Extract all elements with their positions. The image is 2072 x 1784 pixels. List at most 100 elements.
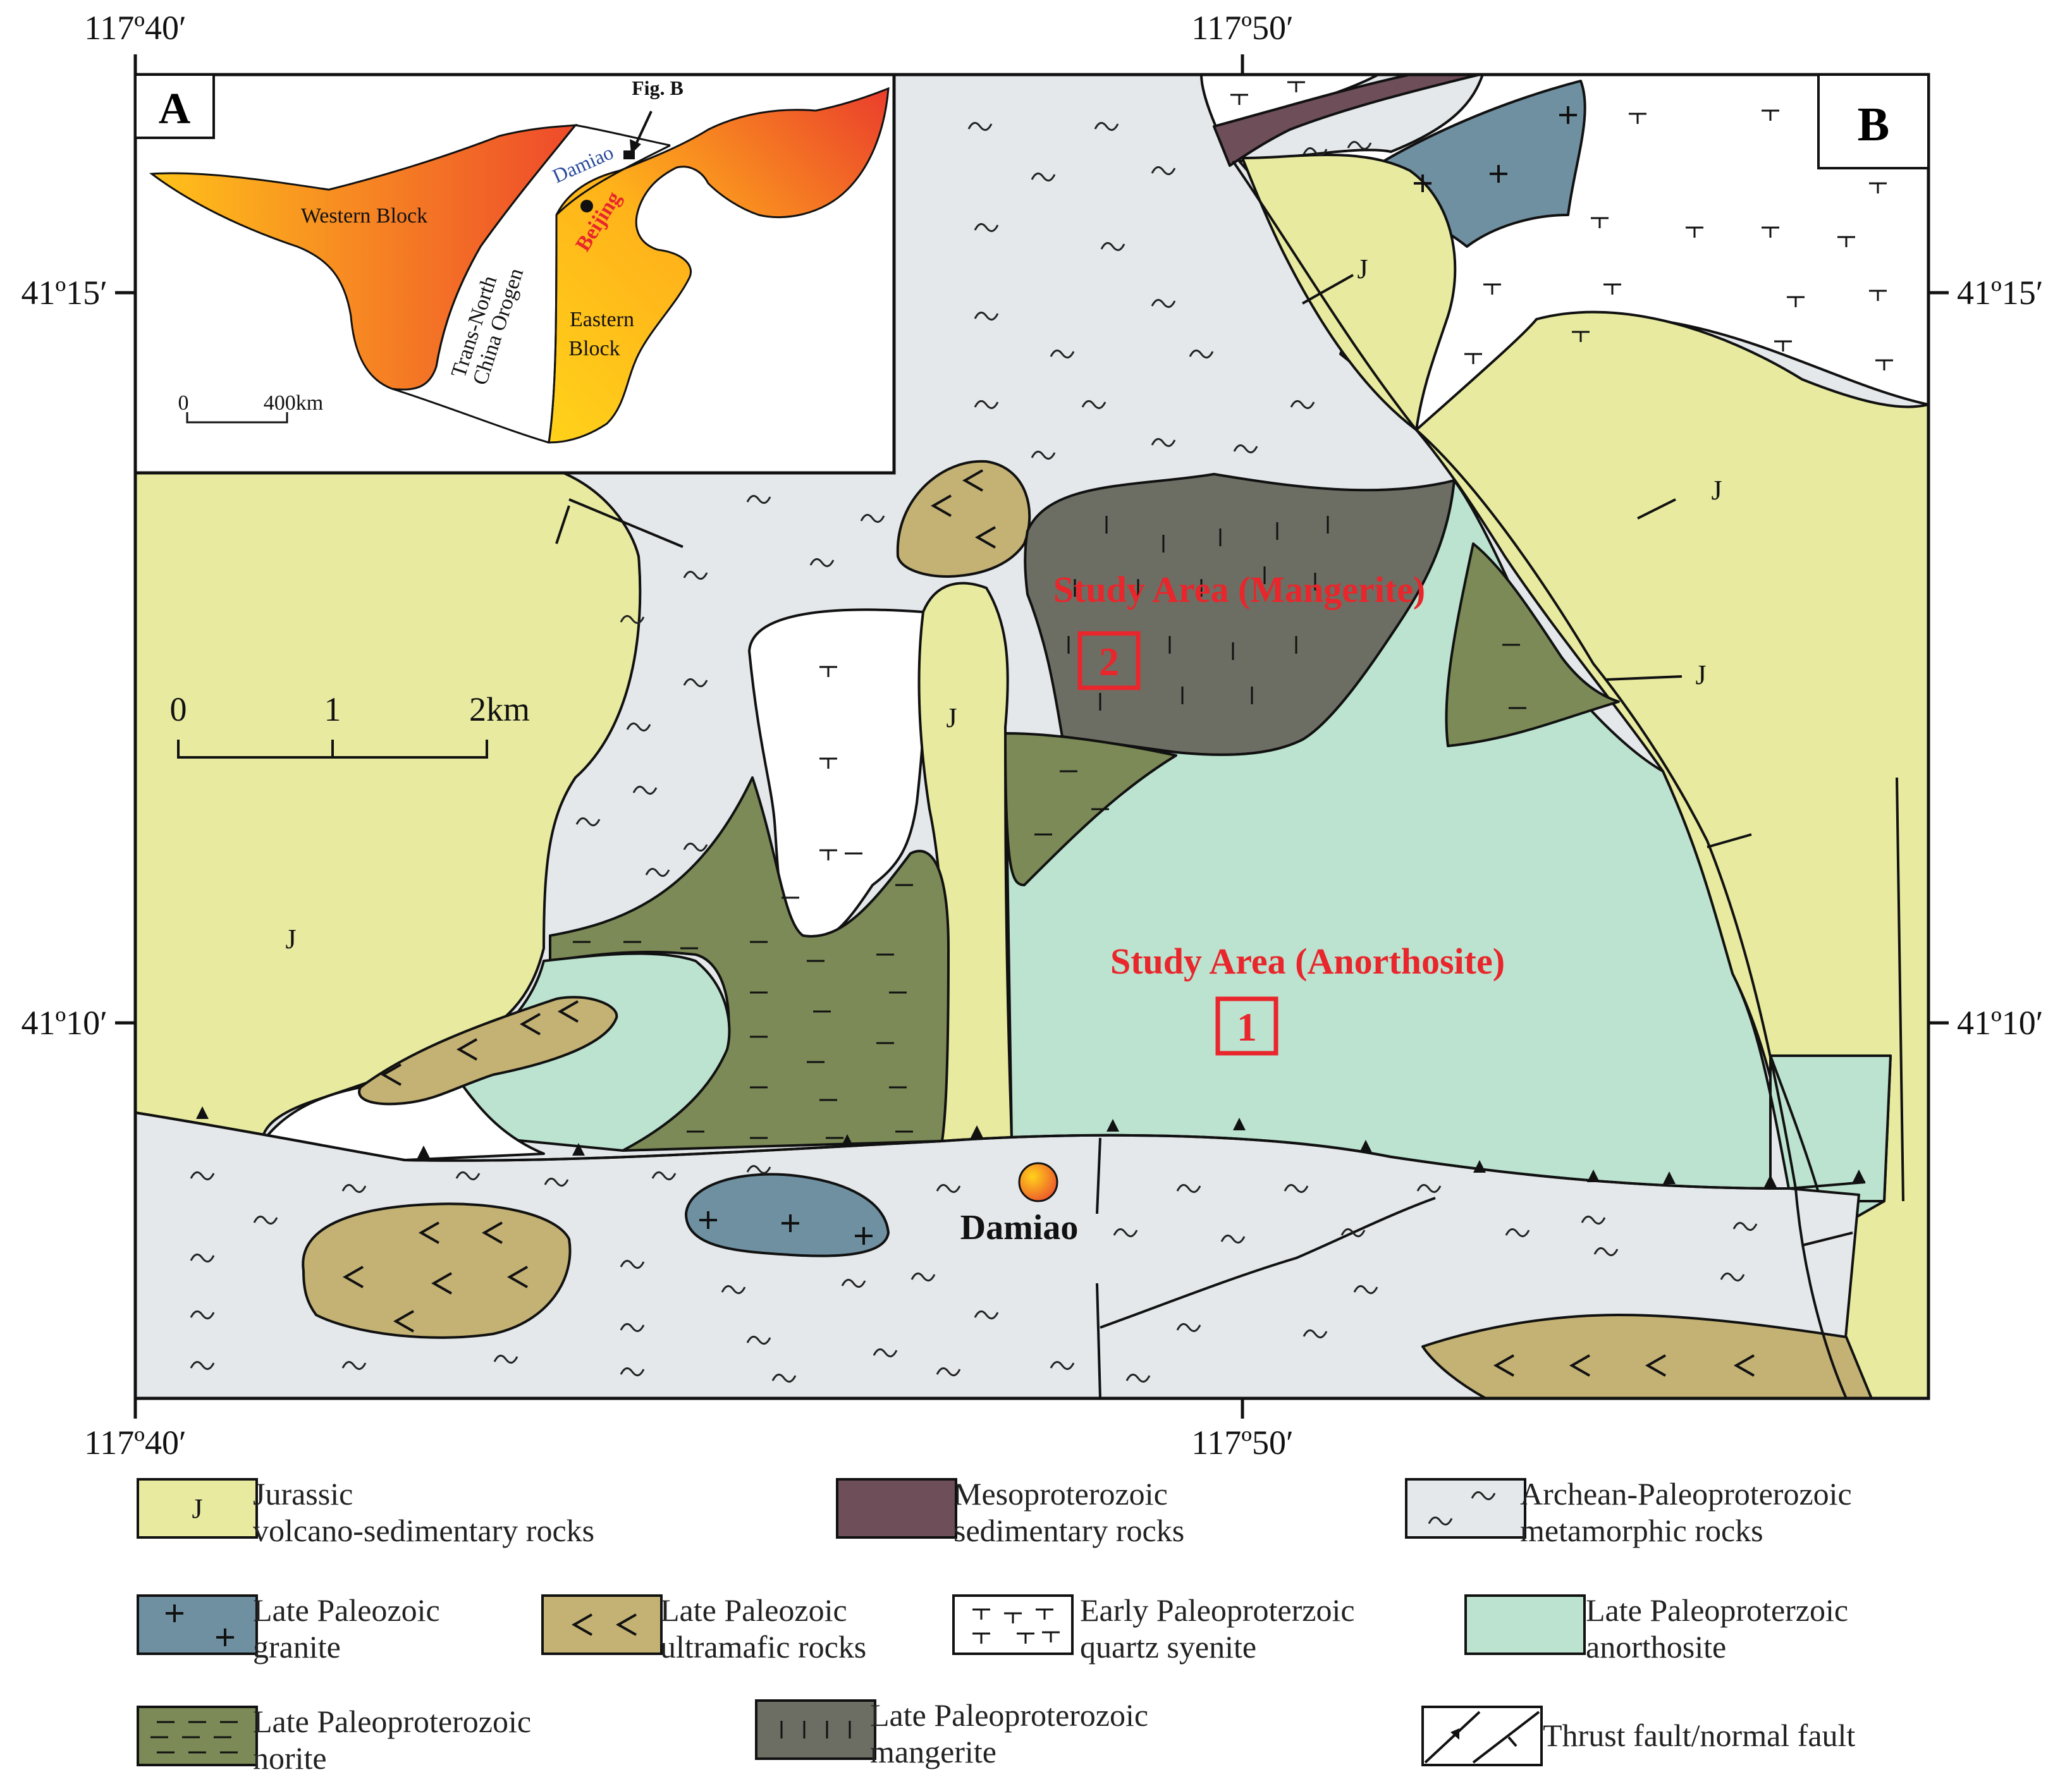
ultramafic-symbol [930,494,952,517]
legend-swatch-ultramafic [541,1594,663,1655]
lat-right-bottom: 41º10′ [1957,1004,2044,1042]
eastern-block-label-2: Block [568,337,620,360]
metamorphic-symbol [620,1260,645,1269]
thrust-tooth [1106,1119,1119,1132]
legend-swatch-archean [1405,1478,1526,1539]
jurassic-label-west: J [285,924,296,955]
metamorphic-symbol [721,1285,746,1294]
metamorphic-symbol [936,1184,961,1193]
metamorphic-symbol [1303,147,1328,156]
ultramafic-symbol [342,1266,364,1288]
legend-swatch-syenite [952,1594,1074,1655]
legend-swatch-jurassic [137,1478,258,1539]
metamorphic-symbol [620,1323,645,1332]
ultramafic-symbol [1733,1354,1755,1377]
legend-thrust-tooth [1450,1728,1459,1740]
syenite-symbol [1875,359,1893,370]
norite-central [549,732,1177,1152]
metamorphic-symbol [575,817,601,826]
study-area-1-number: 1 [1237,1005,1257,1049]
metamorphic-symbol [1176,1184,1201,1193]
orogen-outline [391,124,671,444]
metamorphic-symbol [190,1171,215,1180]
syenite-symbol [1572,331,1590,342]
granite-symbol [855,1227,873,1245]
ultramafic-symbol [481,1221,503,1244]
thrust-tooth [1764,1175,1777,1187]
metamorphic-symbol [974,1311,999,1319]
syenite-symbol [819,757,837,769]
metamorphic-symbol [1428,1517,1453,1525]
legend-swatch-mesoproterozoic [836,1478,957,1539]
map-scale-bar: 0 1 2km [170,690,530,759]
metamorphic-symbol [1347,141,1372,150]
legend-label-fault: Thrust fault/normal fault [1543,1718,1855,1753]
scale-1: 1 [324,690,341,728]
ultramafic-symbol [418,1221,439,1244]
metamorphic-symbol [1233,444,1258,453]
quartz-syenite-centre [748,608,928,941]
legend-sublabel-anorthosite: anorthosite [1586,1629,1726,1665]
metamorphic-symbol [1581,1216,1606,1225]
syenite-symbol [819,666,837,677]
study-area-anorthosite-label: Study Area (Anorthosite) [1110,941,1505,982]
jurassic-label-east2: J [1695,659,1706,690]
metamorphic-symbol [632,786,658,795]
coordinate-ticks [115,54,1949,1419]
thrust-tooth [1663,1171,1676,1184]
metamorphic-symbol [1151,299,1176,308]
ultramafic-symbol [1645,1354,1666,1377]
syenite-symbol [1686,226,1703,238]
metamorphic-symbol [1720,1273,1745,1281]
ultramafic-symbol [506,1266,528,1288]
legend-label-jurassic: Jurassic [253,1476,353,1512]
inset-scale-zero: 0 [178,391,189,415]
jurassic-dyke [917,582,1013,1142]
metamorphic-symbol [771,1374,797,1383]
lon-top-left: 117º40′ [84,9,187,47]
legend-jurassic-symbol: J [192,1493,202,1524]
metamorphic-symbol [1471,1491,1496,1500]
metamorphic-symbol [620,1367,645,1376]
metamorphic-symbol [936,1367,961,1376]
metamorphic-symbol [1290,400,1315,409]
lat-left-top: 41º15′ [21,274,107,312]
scale-0: 0 [170,690,187,728]
fig-b-arrowhead [630,139,641,154]
metamorphic-symbol [967,122,993,131]
ultramafic-symbol [557,1000,579,1023]
study-area-1-box [1215,996,1278,1056]
panel-a-label: A [159,85,191,133]
fig-b-arrow [634,111,653,147]
legend-label-mesoproterozoic: Mesoproterozoic [953,1476,1168,1512]
jurassic-top [1241,154,1457,431]
beijing-dot [580,200,593,212]
metamorphic-symbol [493,1355,518,1364]
orogen-boundary-west [435,125,577,367]
thrust-tooth [417,1146,430,1158]
syenite-symbol [1464,353,1482,364]
study-area-mangerite-label: Study Area (Mangerite) [1053,569,1426,610]
metamorphic-symbol [1593,1247,1619,1256]
thrust-fault-teeth [196,1106,1865,1187]
lat-left-bottom: 41º10′ [21,1004,107,1042]
metamorphic-symbol [1416,1184,1442,1193]
metamorphic-symbol [1031,173,1056,181]
legend-sublabel-archean: metamorphic rocks [1520,1513,1763,1548]
syenite-symbol [1762,109,1779,121]
legend-label-ultramafic: Late Paleozoic [660,1592,847,1628]
fault-lines [555,160,1904,1398]
syenite-symbol [819,849,837,860]
ultramafic-symbol [1493,1354,1514,1377]
syenite-symbol [1287,81,1305,92]
legend-swatch-fault [1421,1706,1543,1766]
legend-label-archean: Archean-Paleoproterozoic [1520,1476,1852,1512]
syenite-symbol [1042,1631,1060,1642]
inset-scale-max: 400km [264,391,323,415]
metamorphic-symbol [341,1184,367,1193]
damiao-town-marker [1018,1162,1058,1202]
metamorphic-symbol [190,1361,215,1370]
